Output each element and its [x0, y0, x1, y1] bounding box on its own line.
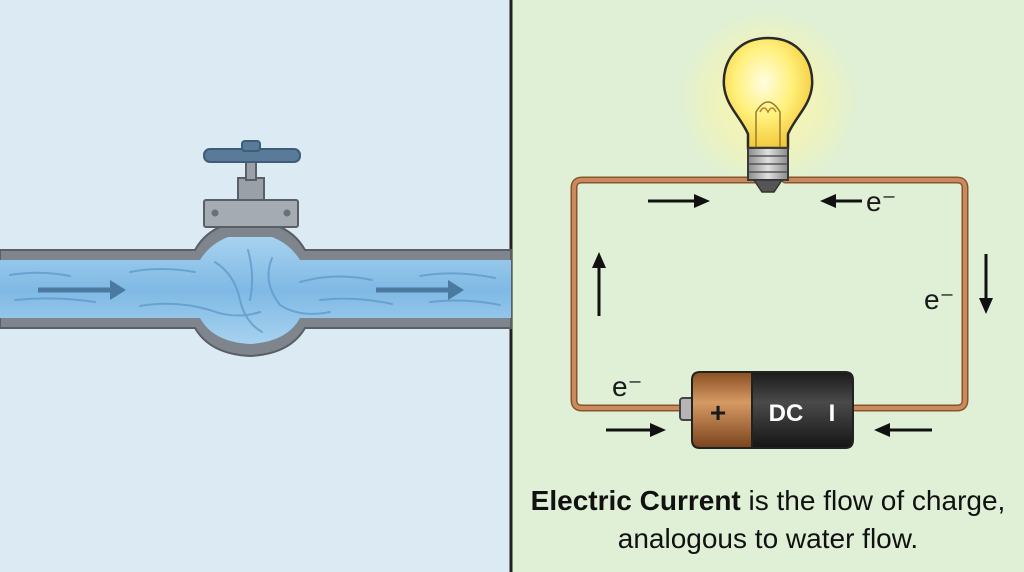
electron-arrow-right-down [979, 254, 993, 314]
copper-wire [570, 176, 969, 412]
electron-arrow-top-right [820, 194, 862, 208]
electron-label-top: e⁻ [866, 186, 896, 217]
caption: Electric Current is the flow of charge, … [528, 482, 1008, 558]
battery-icon: + DC I [679, 371, 854, 449]
battery-positive-end [691, 371, 753, 449]
light-bulb-icon [722, 36, 814, 193]
caption-term: Electric Current [530, 485, 741, 516]
water-stream [0, 237, 511, 344]
valve-icon [203, 140, 301, 228]
current-arrow-top-left [648, 194, 710, 208]
caption-text: is the flow of charge, analogous to wate… [617, 485, 1006, 554]
electron-label-right: e⁻ [924, 284, 954, 315]
battery-dc-label: DC [769, 400, 804, 427]
battery-negative-end [751, 371, 854, 449]
battery-plus-sign: + [710, 397, 726, 428]
electron-label-bottom: e⁻ [612, 371, 642, 402]
current-arrow-left-up [592, 252, 606, 316]
water-flow-arrow-right [376, 280, 464, 300]
water-flow-arrow-left [38, 280, 126, 300]
water-pipe [0, 224, 512, 358]
current-arrow-bottom-left [606, 423, 666, 437]
battery-minus-mark: I [829, 400, 836, 427]
electron-arrow-bottom-right [874, 423, 932, 437]
